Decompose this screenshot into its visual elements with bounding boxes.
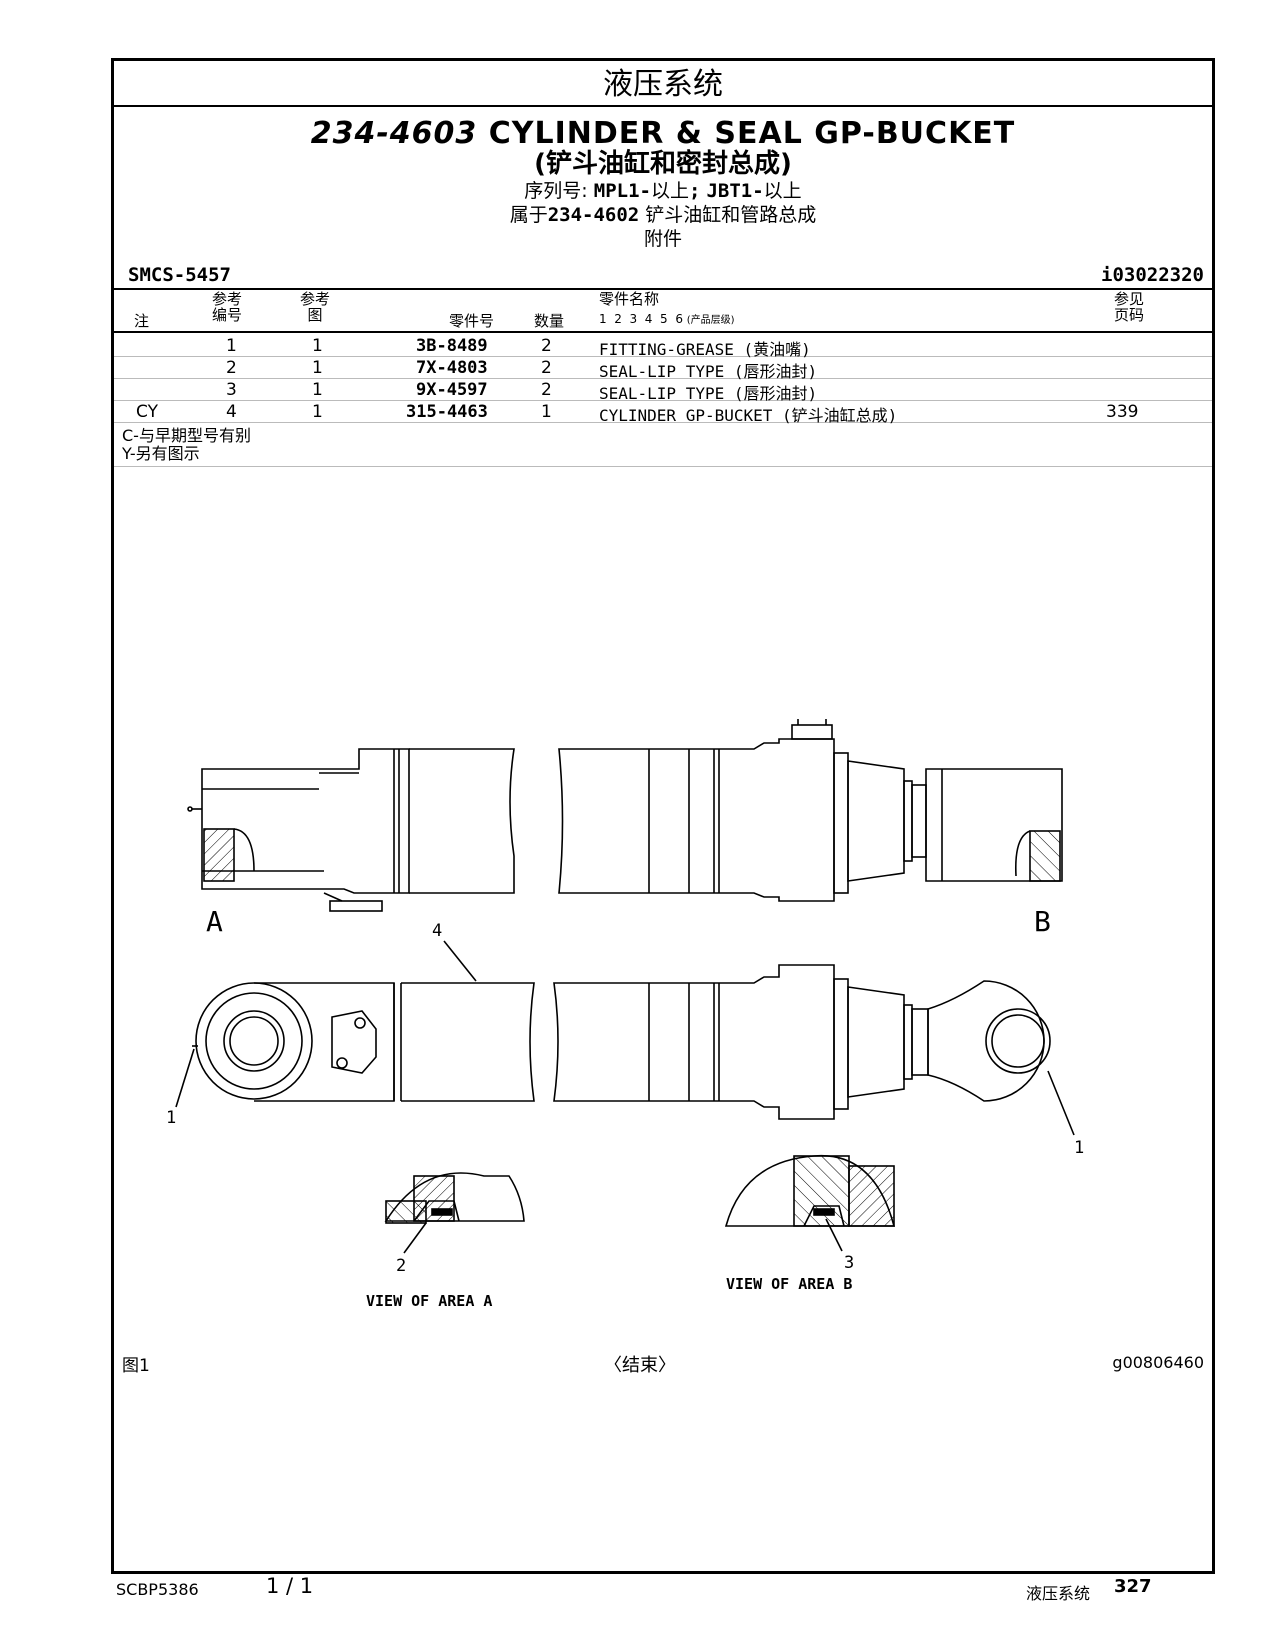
footer-page: 327 [1114, 1576, 1152, 1597]
table-top-rule [114, 288, 1212, 290]
row-fig: 1 [312, 358, 323, 378]
hdr-name-label: 零件名称 [599, 290, 660, 308]
serial-line: 序列号: MPL1-以上; JBT1-以上 [114, 179, 1212, 203]
row-ref: 1 [226, 336, 237, 356]
belongs-line: 属于234-4602 铲斗油缸和管路总成 [114, 203, 1212, 227]
row-description: CYLINDER GP-BUCKET (铲斗油缸总成) [599, 406, 898, 425]
hdr-ref-no: 参考 编号 [212, 291, 242, 323]
row-part-number: 7X-4803 [416, 358, 488, 378]
row-qty: 2 [541, 336, 552, 356]
hdr-levels: 1 2 3 4 5 6 (产品层级) [599, 311, 735, 329]
table-row: 3 1 9X-4597 2 SEAL-LIP TYPE (唇形油封) [114, 378, 1212, 403]
note-c: C-与早期型号有别 [122, 426, 251, 445]
row-page: 339 [1106, 402, 1139, 422]
serial-b: JBT1- [706, 180, 764, 202]
hdr-levels-nums: 1 2 3 4 5 6 [599, 312, 683, 326]
serial-a: MPL1- [593, 180, 651, 202]
hdr-ref-no-2: 编号 [212, 306, 243, 324]
header-rule [114, 331, 1212, 333]
serial-label: 序列号: [524, 180, 588, 202]
view-b-caption: VIEW OF AREA B [726, 1275, 852, 1293]
hdr-part-no: 零件号 [449, 312, 495, 330]
label-a: A [206, 905, 223, 938]
hdr-qty: 数量 [534, 312, 565, 330]
footer-page-of: 1 / 1 [266, 1574, 314, 1598]
row-ref: 2 [226, 358, 237, 378]
table-row: CY 4 1 315-4463 1 CYLINDER GP-BUCKET (铲斗… [114, 400, 1212, 425]
belongs-suffix: 附件 [643, 228, 682, 250]
side-view [192, 964, 1051, 1120]
callout-1-right: 1 [1074, 1138, 1084, 1158]
hdr-note: 注 [134, 312, 150, 330]
smcs-code: SMCS-5457 [128, 264, 231, 286]
notes: C-与早期型号有别 Y-另有图示 [122, 427, 251, 463]
serial-b-suffix: 以上 [763, 180, 802, 202]
hdr-see-page-2: 页码 [1114, 306, 1145, 324]
callout-3: 3 [844, 1253, 854, 1273]
callout-2: 2 [396, 1256, 406, 1276]
callout-4: 4 [432, 921, 442, 941]
title-block: 234-4603 CYLINDER & SEAL GP-BUCKET (铲斗油缸… [114, 119, 1212, 251]
note-y: Y-另有图示 [122, 444, 200, 463]
hdr-see-page: 参见 页码 [1114, 291, 1144, 323]
row-note: CY [136, 402, 158, 422]
row-part-number: 9X-4597 [416, 380, 488, 400]
part-title: 234-4603 CYLINDER & SEAL GP-BUCKET [114, 119, 1212, 149]
title-part-name: CYLINDER & SEAL GP-BUCKET [488, 116, 1016, 151]
graphic-id: g00806460 [1112, 1353, 1204, 1372]
end-label: 〈结束〉 [604, 1355, 676, 1376]
belongs-desc: 铲斗油缸和管路总成 [645, 204, 817, 226]
label-b: B [1034, 905, 1051, 938]
table-row: 1 1 3B-8489 2 FITTING-GREASE (黄油嘴) [114, 334, 1212, 359]
belongs-pn: 234-4602 [547, 204, 640, 226]
row-ref: 3 [226, 380, 237, 400]
notes-rule [114, 466, 1212, 467]
row-qty: 1 [541, 402, 552, 422]
detail-view-b [724, 1154, 896, 1252]
belongs-prefix: 属于 [509, 204, 548, 226]
row-description: SEAL-LIP TYPE (唇形油封) [599, 384, 818, 403]
figure-label: 图1 [122, 1356, 150, 1376]
footer-section: 液压系统 [1026, 1584, 1091, 1603]
row-description: SEAL-LIP TYPE (唇形油封) [599, 362, 818, 381]
hdr-name: 零件名称 1 2 3 4 5 6 (产品层级) [599, 291, 735, 329]
row-ref: 4 [226, 402, 237, 422]
hdr-see-page-1: 参见 [1114, 290, 1145, 308]
row-qty: 2 [541, 358, 552, 378]
row-fig: 1 [312, 336, 323, 356]
row-part-number: 3B-8489 [416, 336, 488, 356]
row-fig: 1 [312, 380, 323, 400]
hdr-ref-no-1: 参考 [212, 290, 243, 308]
serial-sep: ; [688, 180, 701, 202]
page-frame: 液压系统 234-4603 CYLINDER & SEAL GP-BUCKET … [111, 58, 1215, 1574]
hdr-ref-fig-2: 图 [307, 306, 323, 324]
row-qty: 2 [541, 380, 552, 400]
detail-view-a [384, 1172, 525, 1254]
row-description: FITTING-GREASE (黄油嘴) [599, 340, 811, 359]
title-part-number: 234-4603 [310, 116, 478, 151]
row-fig: 1 [312, 402, 323, 422]
view-a-caption: VIEW OF AREA A [366, 1292, 492, 1310]
doc-id: i03022320 [1101, 264, 1204, 286]
title-chinese-name: (铲斗油缸和密封总成) [534, 149, 792, 179]
row-part-number: 315-4463 [406, 402, 488, 422]
footer-doc: SCBP5386 [116, 1580, 199, 1599]
top-view [187, 719, 1063, 912]
hdr-ref-fig-1: 参考 [300, 290, 331, 308]
hdr-ref-fig: 参考 图 [300, 291, 330, 323]
callout-1-left: 1 [166, 1108, 176, 1128]
table-row: 2 1 7X-4803 2 SEAL-LIP TYPE (唇形油封) [114, 356, 1212, 381]
hdr-levels-note: (产品层级) [686, 315, 735, 326]
cylinder-illustration: A B 4 1 1 2 3 VIEW OF AREA A VIEW OF ARE… [166, 719, 1084, 1310]
serial-a-suffix: 以上 [650, 180, 689, 202]
section-title: 液压系统 [114, 61, 1212, 107]
